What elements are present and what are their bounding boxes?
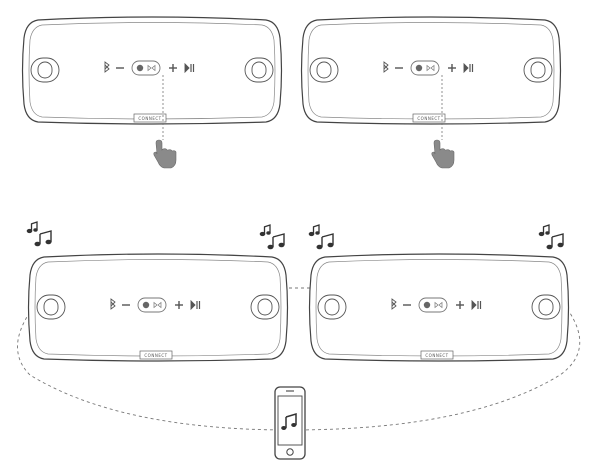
connect-label: CONNECT bbox=[417, 116, 440, 121]
hand-pointer-icon bbox=[153, 139, 177, 169]
music-note-icon bbox=[538, 224, 565, 251]
music-note-icon bbox=[26, 221, 53, 248]
speaker-bottom-right: CONNECT bbox=[308, 253, 570, 362]
connect-label: CONNECT bbox=[138, 116, 161, 121]
smartphone-icon bbox=[274, 386, 306, 460]
speaker-top-right: CONNECT bbox=[300, 16, 562, 125]
connect-label: CONNECT bbox=[144, 353, 167, 358]
music-note-icon bbox=[281, 412, 297, 430]
music-note-icon bbox=[259, 224, 286, 251]
connect-label: CONNECT bbox=[425, 353, 448, 358]
music-note-icon bbox=[308, 224, 335, 251]
hand-pointer-icon bbox=[431, 139, 455, 169]
speaker-bottom-left: CONNECT bbox=[27, 253, 289, 362]
speaker-top-left: CONNECT bbox=[21, 16, 283, 125]
